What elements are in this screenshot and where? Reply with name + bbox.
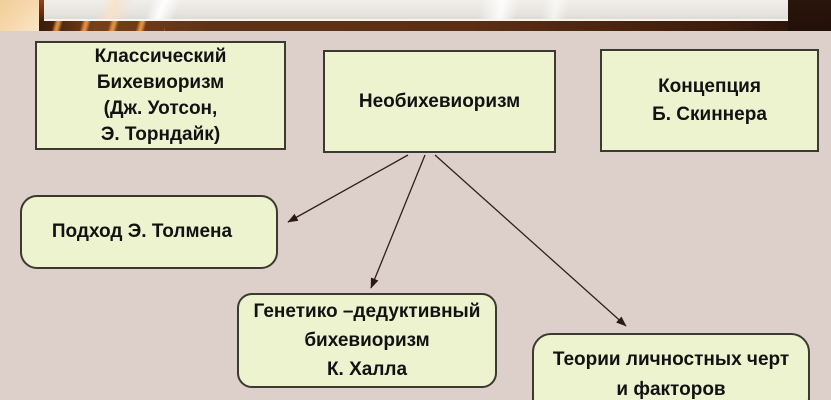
node-text-line: (Дж. Уотсон, [103, 97, 218, 119]
node-text-line: Генетико –дедуктивный [253, 301, 481, 322]
node-neobehaviorism: Необихевиоризм [323, 50, 556, 153]
flame-streaks [45, 20, 165, 31]
banner-brown-bar [0, 20, 831, 31]
node-text-line: Классический [94, 45, 227, 67]
node-tolman-approach: Подход Э. Толмена [20, 195, 278, 269]
node-skinner-concept: Концепция Б. Скиннера [600, 49, 819, 152]
node-text-line: Бихевиоризм [96, 71, 225, 93]
node-text-line: бихевиоризм [304, 330, 430, 351]
node-text-line: Теории личностных черт [552, 349, 790, 370]
arrow-neo-to-tolman [287, 154, 409, 223]
node-text-line: Концепция [658, 75, 761, 97]
node-text-line: К. Халла [326, 359, 408, 380]
banner-maroon-sliver [39, 0, 44, 21]
banner-dark-corner [788, 0, 831, 31]
flame-image-strip [0, 0, 831, 31]
node-text-line: Б. Скиннера [652, 103, 767, 125]
node-classical-behaviorism: Классический Бихевиоризм (Дж. Уотсон, Э.… [35, 41, 286, 150]
node-text-line: Подход Э. Толмена [51, 221, 233, 242]
node-text-line: Э. Торндайк) [100, 123, 221, 145]
node-text-line: и факторов [616, 379, 726, 400]
banner-left-peach-block [0, 0, 39, 31]
node-hull-genetic-deductive: Генетико –дедуктивный бихевиоризм К. Хал… [237, 293, 497, 388]
banner-light-panel [44, 0, 788, 21]
arrow-neo-to-hull [370, 154, 426, 289]
node-text-line: Необихевиоризм [358, 90, 521, 112]
node-trait-factor-theories: Теории личностных черт и факторов [532, 333, 810, 400]
